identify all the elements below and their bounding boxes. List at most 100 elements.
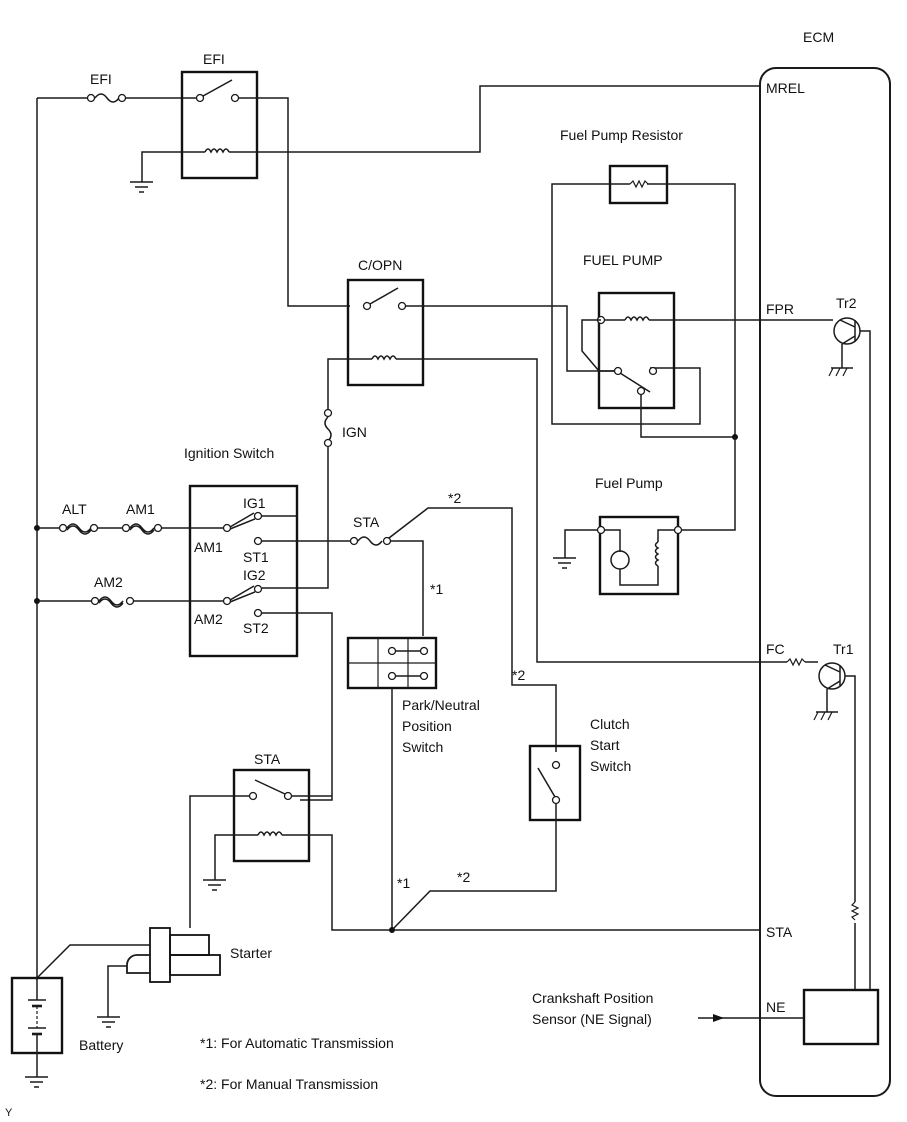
wire-note-2: *2: [457, 869, 470, 885]
wire: [826, 680, 841, 690]
terminal: [248, 791, 258, 801]
terminal: [323, 408, 333, 418]
wire: [813, 711, 819, 721]
terminal: [117, 93, 127, 103]
relay-coil-icon: [371, 355, 397, 361]
wire: [36, 944, 150, 979]
wire: [180, 70, 259, 180]
wire: [189, 795, 249, 928]
transistor-tr2: Tr2: [828, 295, 871, 990]
fusible-link-icon: [98, 596, 124, 608]
terminal: [323, 438, 333, 448]
corner-mark: Y: [5, 1107, 13, 1119]
wire: [262, 612, 333, 801]
wire: [391, 804, 557, 931]
ground-icon-sta-relay: [203, 879, 226, 891]
wire: [824, 664, 841, 673]
wire: [214, 834, 258, 880]
terminal: [387, 671, 397, 681]
sta-relay-label: STA: [254, 751, 281, 767]
alt-fuse: ALT: [58, 501, 99, 535]
terminal: [419, 646, 429, 656]
terminal: [283, 791, 293, 801]
ground-icon-fuel-pump: [553, 557, 576, 569]
relay-coil-icon: [204, 148, 230, 154]
tr1-label: Tr1: [833, 641, 854, 657]
am1-fuse: AM1: [121, 501, 163, 535]
crank-sensor-label-1: Crankshaft Position: [532, 990, 653, 1006]
ecm-terminal-mrel: MREL: [766, 80, 805, 96]
terminal: [349, 536, 359, 546]
ecm-ne-circuit-block: [802, 988, 880, 1046]
switch-contact-icon: [229, 585, 256, 603]
pnp-switch-label-2: Position: [402, 718, 452, 734]
wire: [598, 515, 680, 596]
efi-relay-label: EFI: [203, 51, 225, 67]
fuel-pump-relay: [596, 291, 676, 410]
wire: [647, 183, 736, 437]
ig2-label: IG2: [243, 567, 266, 583]
efi-fuse-label: EFI: [90, 71, 112, 87]
clutch-switch-label-1: Clutch: [590, 716, 630, 732]
efi-relay: EFI: [180, 51, 259, 180]
wire: [640, 395, 735, 438]
wire: [528, 744, 582, 822]
fc-resistor-icon: [786, 657, 806, 667]
coil-icon: [654, 541, 660, 567]
terminal: [253, 608, 263, 618]
fusible-link-icon: [66, 523, 92, 535]
wire: [169, 954, 221, 976]
terminal: [90, 596, 100, 606]
wire: [126, 954, 150, 974]
ground-icon-battery: [25, 1076, 48, 1088]
terminal: [551, 760, 561, 770]
wire: [388, 507, 557, 752]
terminal: [222, 523, 232, 533]
legend-note-1: *1: For Automatic Transmission: [200, 1035, 394, 1051]
wire: [327, 358, 372, 410]
relay-coil-icon: [624, 316, 650, 322]
wire: [619, 566, 659, 586]
fuel-pump-motor-label: Fuel Pump: [595, 475, 663, 491]
wire: [406, 305, 614, 372]
terminal: [387, 646, 397, 656]
wire: [604, 529, 621, 552]
wire: [551, 183, 701, 425]
sta-fuse-label: STA: [353, 514, 380, 530]
ig1-label: IG1: [243, 495, 266, 511]
terminal: [636, 386, 646, 396]
wire: [827, 711, 833, 721]
copn-relay: [346, 278, 425, 387]
wire: [262, 447, 329, 589]
crank-sensor-label-2: Sensor (NE Signal): [532, 1011, 652, 1027]
park-neutral-position-switch: [346, 636, 438, 690]
terminal: [230, 93, 240, 103]
am1-fuse-label: AM1: [126, 501, 155, 517]
junction-dot: [389, 927, 395, 933]
wire: [564, 529, 598, 558]
fusible-link-icon: [129, 523, 155, 535]
transistor-tr1: Tr1: [813, 641, 860, 990]
wire-note-2: *2: [512, 667, 525, 683]
sta-signal-wire: [282, 834, 760, 931]
terminal: [596, 525, 606, 535]
wire: [680, 437, 736, 531]
wire: [188, 484, 299, 658]
switch-contact-icon: [229, 512, 256, 530]
terminal: [673, 525, 683, 535]
terminal: [253, 511, 263, 521]
wire-note-2: *2: [448, 490, 461, 506]
copn-relay-label: C/OPN: [358, 257, 402, 273]
wire: [239, 97, 350, 307]
terminal: [613, 366, 623, 376]
wire: [346, 278, 425, 387]
ground-icon-starter: [97, 1016, 120, 1028]
relay-switch-icon: [369, 287, 399, 305]
terminal: [382, 536, 392, 546]
starter: [126, 927, 221, 983]
wire: [232, 768, 311, 863]
legend-note-2: *2: For Manual Transmission: [200, 1076, 378, 1092]
starter-label: Starter: [230, 945, 272, 961]
relay-switch-icon: [619, 372, 651, 393]
